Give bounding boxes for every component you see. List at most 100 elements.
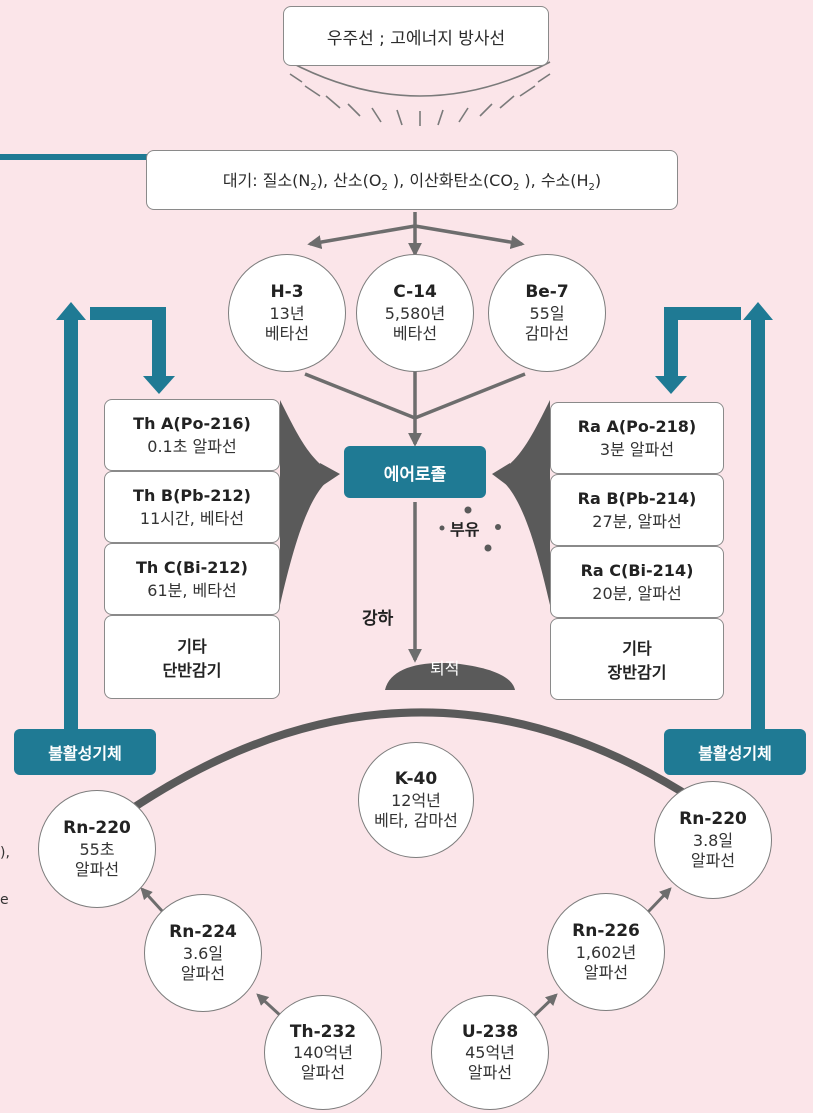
nuclide-circle-k40: K-40 12억년 베타, 감마선 xyxy=(358,742,474,858)
atmosphere-sub: 2 xyxy=(512,182,520,194)
atmosphere-box: 대기: 질소(N2), 산소(O2 ), 이산화탄소(CO2 ), 수소(H2) xyxy=(146,150,678,210)
float-label: 부유 xyxy=(450,520,480,539)
atmosphere-sub: 2 xyxy=(381,182,388,194)
nuclide-decay: 베타선 xyxy=(392,323,438,343)
thoron-progeny-item: Th C(Bi-212) 61분, 베타선 xyxy=(104,543,280,615)
progeny-info: 장반감기 xyxy=(607,663,667,682)
progeny-info: 단반감기 xyxy=(162,661,222,680)
atmosphere-text: 대기: 질소(N2), 산소(O2 ), 이산화탄소(CO2 ), 수소(H2) xyxy=(223,167,601,193)
edge-text-fragment: ), xyxy=(0,845,10,861)
atmosphere-part: ), 수소(H xyxy=(519,170,589,190)
nuclide-circle-rn226: Rn-226 1,602년 알파선 xyxy=(547,893,665,1011)
edge-text-fragment: e xyxy=(0,892,9,908)
nuclide-decay: 알파선 xyxy=(690,850,736,870)
deposit-mound xyxy=(385,663,515,690)
nuclide-half-life: 1,602년 xyxy=(575,942,637,962)
nuclide-half-life: 13년 xyxy=(269,303,305,323)
noble-gas-arc xyxy=(127,708,698,814)
nuclide-decay: 알파선 xyxy=(583,962,629,982)
deposit-label: 퇴적 xyxy=(430,659,460,678)
fall-label: 강하 xyxy=(362,609,394,629)
progeny-name: 기타 xyxy=(177,637,207,656)
thoron-progeny-item: Th A(Po-216) 0.1초 알파선 xyxy=(104,399,280,471)
nuclide-name: Rn-224 xyxy=(169,922,237,943)
cosmic-radiation-box: 우주선 ; 고에너지 방사선 xyxy=(283,6,549,66)
nuclide-circle-be7: Be-7 55일 감마선 xyxy=(488,254,606,372)
progeny-name: Th A(Po-216) xyxy=(133,413,251,433)
atmosphere-prefix: 대기: 질소(N xyxy=(222,170,311,190)
nuclide-circle-u238: U-238 45억년 알파선 xyxy=(431,995,549,1110)
radon-progeny-item: Ra C(Bi-214) 20분, 알파선 xyxy=(550,546,724,618)
nuclide-decay: 알파선 xyxy=(180,963,226,983)
thoron-progeny-item: 기타 단반감기 xyxy=(104,615,280,699)
nuclide-name: Rn-220 xyxy=(63,818,131,839)
atmosphere-arrows xyxy=(307,212,525,257)
atmosphere-part: ) xyxy=(594,170,602,190)
nuclide-name: Rn-226 xyxy=(572,921,640,942)
progeny-info: 3분 알파선 xyxy=(599,439,675,459)
nuclide-name: H-3 xyxy=(270,282,304,303)
progeny-info: 20분, 알파선 xyxy=(592,583,682,603)
nuclide-name: Rn-220 xyxy=(679,809,747,830)
nuclide-half-life: 55초 xyxy=(79,839,115,859)
left-funnel-arrowhead xyxy=(320,463,340,486)
nuclide-circle-rn220-left: Rn-220 55초 알파선 xyxy=(38,790,156,908)
nuclide-half-life: 45억년 xyxy=(465,1043,515,1063)
inert-gas-label-left: 불활성기체 xyxy=(14,729,156,775)
inert-gas-label-right: 불활성기체 xyxy=(664,729,806,775)
aerosol-box: 에어로졸 xyxy=(344,446,486,498)
aerosol-label: 에어로졸 xyxy=(383,464,447,485)
nuclide-name: K-40 xyxy=(394,769,438,790)
radon-progeny-item: Ra B(Pb-214) 27분, 알파선 xyxy=(550,474,724,546)
progeny-name: Th B(Pb-212) xyxy=(133,485,251,505)
nuclide-decay: 알파선 xyxy=(300,1063,346,1083)
nuclide-decay: 베타선 xyxy=(264,323,310,343)
progeny-info: 0.1초 알파선 xyxy=(147,436,237,456)
nuclide-name: C-14 xyxy=(393,282,437,303)
nuclide-circle-th232: Th-232 140억년 알파선 xyxy=(264,995,382,1110)
nuclide-half-life: 5,580년 xyxy=(384,303,446,323)
nuclide-decay: 알파선 xyxy=(467,1063,513,1083)
progeny-info: 11시간, 베타선 xyxy=(139,508,245,528)
nuclide-circle-c14: C-14 5,580년 베타선 xyxy=(356,254,474,372)
nuclide-half-life: 140억년 xyxy=(293,1043,353,1063)
nuclide-circle-h3: H-3 13년 베타선 xyxy=(228,254,346,372)
nuclide-half-life: 3.8일 xyxy=(692,830,734,850)
atmosphere-part: ), 산소(O xyxy=(316,170,382,190)
progeny-name: Ra B(Pb-214) xyxy=(577,488,697,508)
nuclide-decay: 베타, 감마선 xyxy=(374,810,458,830)
progeny-info: 27분, 알파선 xyxy=(592,511,682,531)
right-teal-loop xyxy=(655,302,773,736)
nuclide-circle-rn224: Rn-224 3.6일 알파선 xyxy=(144,894,262,1012)
progeny-info: 61분, 베타선 xyxy=(147,580,237,600)
progeny-name: 기타 xyxy=(622,639,652,658)
progeny-name: Th C(Bi-212) xyxy=(136,557,248,577)
right-funnel-arrowhead xyxy=(492,463,510,486)
inert-gas-text: 불활성기체 xyxy=(48,744,122,763)
thoron-progeny-item: Th B(Pb-212) 11시간, 베타선 xyxy=(104,471,280,543)
nuclide-half-life: 3.6일 xyxy=(182,943,224,963)
nuclide-half-life: 55일 xyxy=(529,303,565,323)
radon-progeny-item: 기타 장반감기 xyxy=(550,618,724,700)
sun-rays xyxy=(289,61,551,126)
inert-gas-text: 불활성기체 xyxy=(698,744,772,763)
atmosphere-sub: 2 xyxy=(310,182,317,194)
right-funnel-shape xyxy=(495,400,550,605)
atmosphere-part: ), 이산화탄소(CO xyxy=(387,170,513,190)
nuclide-name: U-238 xyxy=(461,1021,519,1042)
nuclide-half-life: 12억년 xyxy=(391,790,441,810)
nuclide-circle-rn220-right: Rn-220 3.8일 알파선 xyxy=(654,781,772,899)
left-teal-loop xyxy=(56,302,175,736)
nuclide-name: Th-232 xyxy=(289,1021,357,1042)
progeny-name: Ra A(Po-218) xyxy=(577,416,697,436)
atmosphere-sub: 2 xyxy=(588,182,595,194)
left-funnel-shape xyxy=(280,400,335,605)
radon-progeny-item: Ra A(Po-218) 3분 알파선 xyxy=(550,402,724,474)
progeny-name: Ra C(Bi-214) xyxy=(580,560,694,580)
nuclide-decay: 감마선 xyxy=(524,323,570,343)
nuclide-decay: 알파선 xyxy=(74,859,120,879)
float-dots xyxy=(439,506,501,552)
nuclide-name: Be-7 xyxy=(525,282,569,303)
cosmic-radiation-label: 우주선 ; 고에너지 방사선 xyxy=(326,28,506,49)
